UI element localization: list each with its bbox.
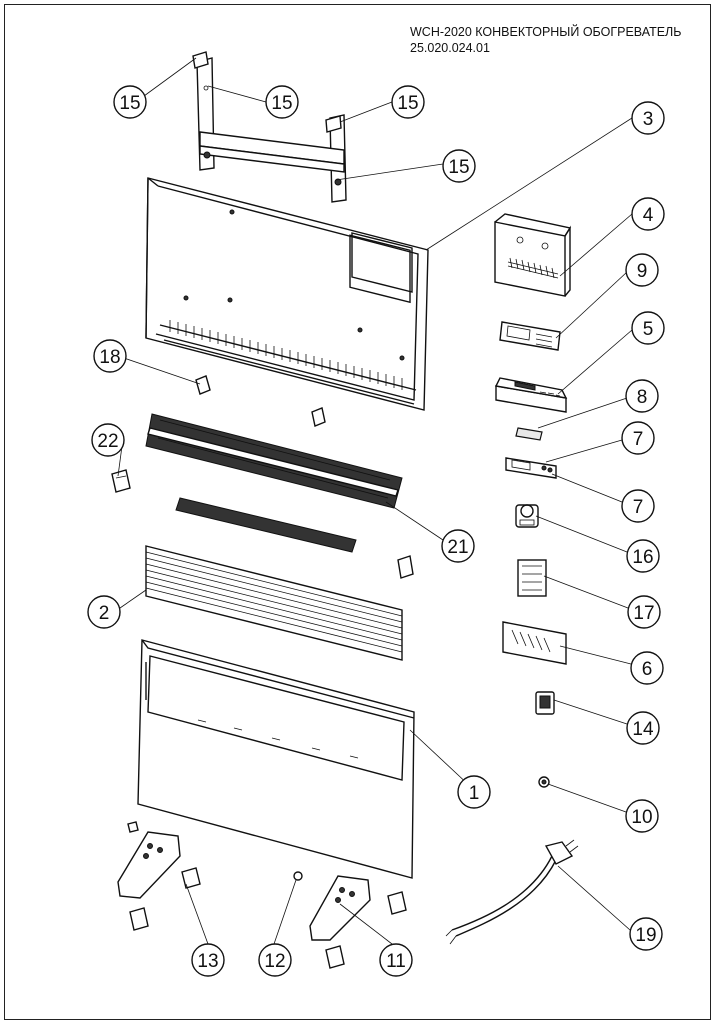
part-small-plate xyxy=(515,427,543,441)
callout-3: 3 xyxy=(631,101,665,135)
callout-21: 21 xyxy=(441,529,475,563)
svg-text:4: 4 xyxy=(643,205,654,226)
part-clip-18 xyxy=(195,375,326,427)
callout-8: 8 xyxy=(625,379,659,413)
title-line-1: WCH-2020 КОНВЕКТОРНЫЙ ОБОГРЕВАТЕЛЬ xyxy=(410,25,682,39)
part-rear-housing xyxy=(145,177,429,411)
callout-1: 1 xyxy=(457,775,491,809)
part-transformer xyxy=(517,559,547,597)
part-heating-element xyxy=(494,213,572,297)
svg-text:6: 6 xyxy=(642,659,653,680)
svg-text:13: 13 xyxy=(197,951,218,972)
callout-18: 18 xyxy=(93,339,127,373)
svg-text:22: 22 xyxy=(97,431,118,452)
callout-11: 11 xyxy=(379,943,413,977)
svg-text:11: 11 xyxy=(386,951,406,972)
part-clip-22 xyxy=(111,469,414,579)
callout-17: 17 xyxy=(627,595,661,629)
svg-text:1: 1 xyxy=(469,783,480,804)
svg-text:7: 7 xyxy=(633,497,644,518)
svg-text:9: 9 xyxy=(637,261,648,282)
title-line-2: 25.020.024.01 xyxy=(410,41,490,55)
svg-text:16: 16 xyxy=(632,547,653,568)
callout-16: 16 xyxy=(626,539,660,573)
callouts: 15 15 15 15 3 4 9 5 xyxy=(87,85,665,977)
svg-text:8: 8 xyxy=(637,387,648,408)
callout-14: 14 xyxy=(626,711,660,745)
svg-text:5: 5 xyxy=(643,319,654,340)
callout-4: 4 xyxy=(631,197,665,231)
svg-text:18: 18 xyxy=(99,347,120,368)
svg-text:17: 17 xyxy=(633,603,654,624)
callout-10: 10 xyxy=(625,799,659,833)
part-rocker-switch xyxy=(535,691,555,715)
callout-15-a: 15 xyxy=(113,85,147,119)
part-lower-grille xyxy=(145,545,403,661)
callout-12: 12 xyxy=(258,943,292,977)
callout-13: 13 xyxy=(191,943,225,977)
part-label-plate xyxy=(499,321,561,351)
svg-text:7: 7 xyxy=(633,429,644,450)
callout-22: 22 xyxy=(91,423,125,457)
part-front-panel xyxy=(137,639,415,879)
part-wall-bracket xyxy=(192,51,347,203)
callout-19: 19 xyxy=(629,917,663,951)
svg-text:14: 14 xyxy=(632,719,654,740)
part-foot-right xyxy=(309,875,371,941)
part-control-board xyxy=(505,457,557,479)
callout-15-d: 15 xyxy=(442,149,476,183)
part-power-cord xyxy=(445,839,579,945)
part-control-panel xyxy=(494,377,568,413)
svg-text:15: 15 xyxy=(448,157,469,178)
svg-text:19: 19 xyxy=(635,925,656,946)
svg-text:15: 15 xyxy=(397,93,418,114)
svg-text:10: 10 xyxy=(631,807,652,828)
drawing-frame xyxy=(4,4,711,1020)
part-indicator-lamp xyxy=(538,776,550,788)
part-coil-board xyxy=(502,621,567,665)
callout-5: 5 xyxy=(631,311,665,345)
svg-text:2: 2 xyxy=(99,603,110,624)
callout-9: 9 xyxy=(625,253,659,287)
callout-6: 6 xyxy=(630,651,664,685)
part-foot-pads xyxy=(127,821,407,969)
part-top-grille xyxy=(145,413,403,553)
part-thermostat xyxy=(515,504,539,528)
callout-15-b: 15 xyxy=(265,85,299,119)
callout-15-c: 15 xyxy=(391,85,425,119)
callout-2: 2 xyxy=(87,595,121,629)
drawing-title: WCH-2020 КОНВЕКТОРНЫЙ ОБОГРЕВАТЕЛЬ 25.02… xyxy=(410,24,681,56)
svg-text:12: 12 xyxy=(264,951,285,972)
callout-7-a: 7 xyxy=(621,421,655,455)
part-foot-left xyxy=(117,831,181,899)
svg-text:15: 15 xyxy=(119,93,140,114)
leader-lines xyxy=(117,57,633,945)
svg-text:3: 3 xyxy=(643,109,654,130)
callout-7-b: 7 xyxy=(621,489,655,523)
part-screw xyxy=(293,871,303,881)
svg-text:21: 21 xyxy=(447,537,468,558)
svg-text:15: 15 xyxy=(271,93,292,114)
